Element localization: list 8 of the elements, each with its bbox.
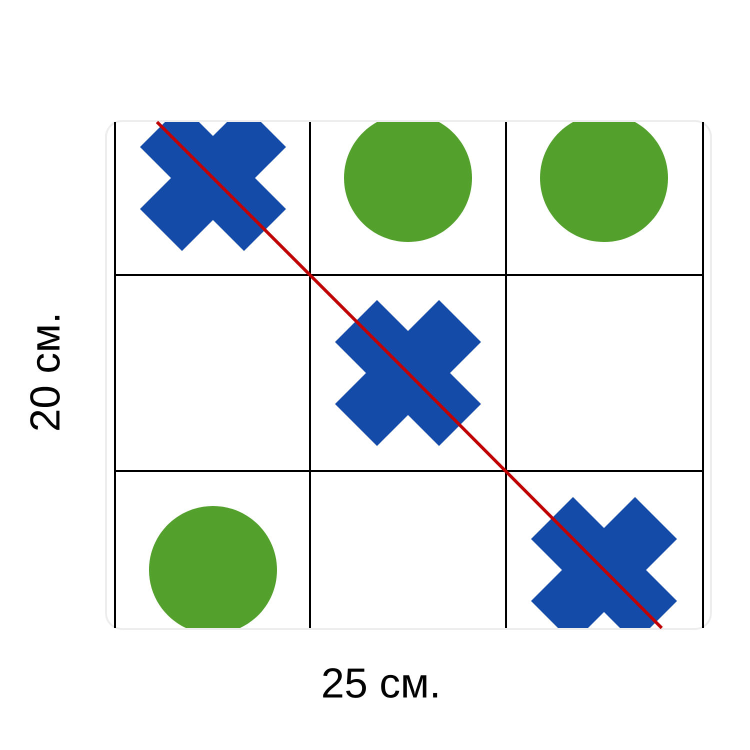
cross-piece [335,300,481,446]
circle-piece [344,122,472,242]
cross-piece [531,497,677,628]
dimension-label: 25 см. [323,668,438,698]
circle-piece [149,506,277,628]
dimension-label: 20 см. [30,316,60,430]
circle-piece [540,122,668,242]
cross-piece [140,122,286,251]
